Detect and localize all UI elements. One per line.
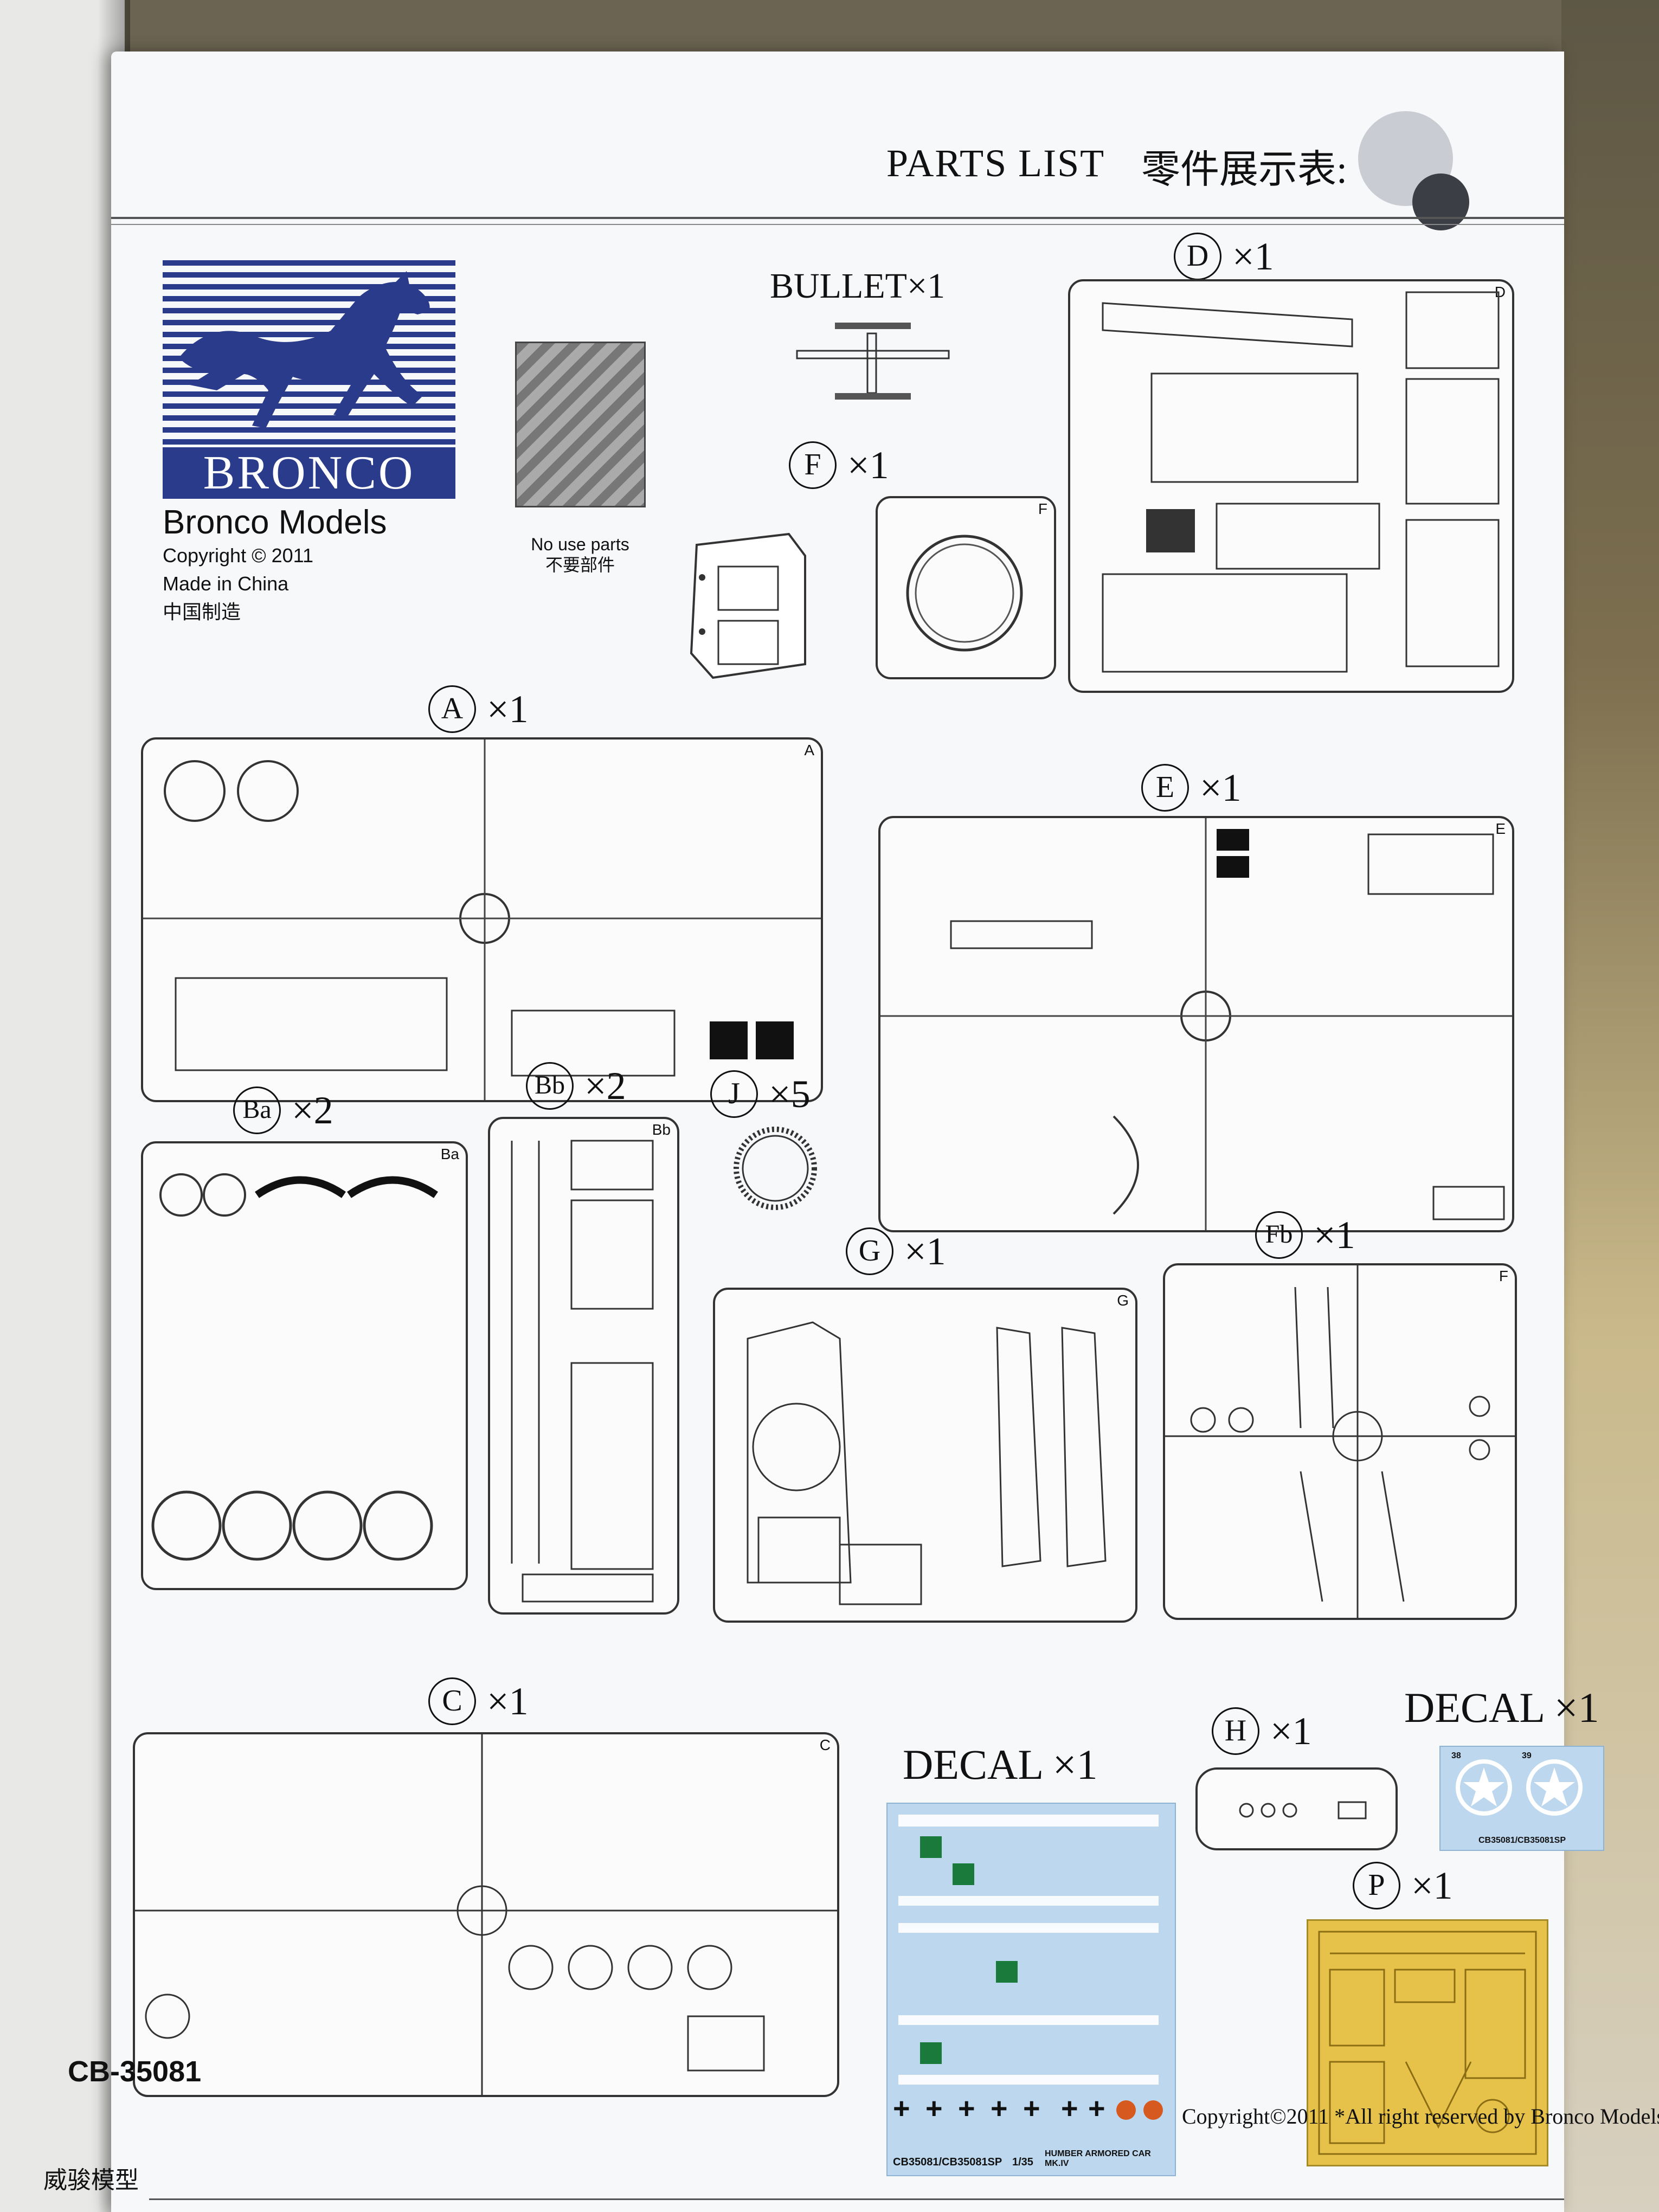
label-ba: Ba×2 (233, 1084, 333, 1135)
sprue-c: C (133, 1732, 839, 2097)
sprue-d: D (1068, 279, 1514, 693)
svg-text:+: + (1088, 2092, 1105, 2125)
sprue-e: E (878, 816, 1514, 1232)
sprue-h (1195, 1767, 1398, 1850)
decal-sheet-main: + + + + + + + CB35081/CB35081SP 1/35 HUMBER A… (886, 1803, 1176, 2176)
svg-text:+: + (1023, 2092, 1040, 2125)
label-h: H×1 (1212, 1705, 1312, 1756)
bullet-sprue (796, 323, 950, 400)
decal-main-label: DECAL ×1 (903, 1741, 1098, 1788)
product-code: CB-35081 (68, 2055, 202, 2088)
label-j: J×5 (710, 1068, 811, 1118)
made-in: Made in China (163, 573, 289, 595)
no-use-parts-swatch (515, 342, 646, 507)
svg-text:+: + (958, 2092, 975, 2125)
label-g: G×1 (846, 1225, 946, 1276)
decal-product: HUMBER ARMORED CAR MK.IV (1045, 2149, 1151, 2168)
sprue-f: F (876, 496, 1056, 679)
label-a: A×1 (428, 683, 529, 734)
logo-wordmark: BRONCO (163, 447, 455, 499)
svg-text:+: + (925, 2092, 943, 2125)
decal-artwork: + + + + + + + (893, 1815, 1163, 2125)
decorative-circle-small (1412, 173, 1469, 230)
instruction-page: PARTS LIST 零件展示表: BRONCO Bronco Models C… (111, 52, 1604, 2212)
photo-etch-fret (1307, 1919, 1548, 2166)
svg-text:+: + (991, 2092, 1008, 2125)
svg-text:+: + (893, 2092, 910, 2125)
footer-cn: 威骏模型 (43, 2167, 139, 2194)
sprue-fb: F (1163, 1263, 1517, 1620)
left-page-edge (0, 0, 125, 2212)
brand-copyright: Copyright © 2011 (163, 544, 314, 567)
label-d: D×1 (1174, 230, 1274, 281)
decal-sheet-stars: 38 39 CB35081/CB35081SP (1439, 1746, 1604, 1851)
page-title-cn: 零件展示表: (1141, 148, 1348, 191)
background-table (1561, 0, 1659, 2212)
label-bb: Bb×2 (526, 1060, 626, 1110)
header-divider (111, 217, 1564, 219)
footer-copyright: Copyright©2011 *All right reserved by Br… (1182, 2104, 1659, 2129)
sprue-ba: Ba (141, 1141, 468, 1590)
bullet-label: BULLET×1 (770, 266, 946, 306)
decal-small-label: DECAL ×1 (1404, 1684, 1599, 1731)
made-in-cn: 中国制造 (163, 601, 241, 623)
svg-text:+: + (1061, 2092, 1078, 2125)
label-c: C×1 (428, 1675, 529, 1726)
page-title: PARTS LIST (886, 142, 1105, 185)
label-p: P×1 (1353, 1860, 1453, 1910)
sprue-j-ring (734, 1127, 817, 1210)
sprue-bb: Bb (488, 1117, 679, 1615)
bronco-logo: BRONCO (163, 260, 455, 499)
decal-scale: 1/35 (1012, 2156, 1033, 2168)
no-use-parts-label: No use parts 不要部件 (531, 535, 629, 575)
label-e: E×1 (1141, 762, 1242, 812)
horse-icon (179, 271, 430, 428)
bronco-logo-block: BRONCO Bronco Models Copyright © 2011 Ma… (163, 260, 455, 626)
label-fb: Fb×1 (1255, 1209, 1355, 1259)
sprue-g: G (713, 1288, 1137, 1623)
brand-name: Bronco Models (163, 504, 387, 541)
star-insignia-icon (1456, 1759, 1583, 1816)
turret-part (690, 532, 806, 679)
decal-code: CB35081/CB35081SP (893, 2156, 1002, 2168)
label-f: F×1 (789, 439, 889, 490)
sprue-a: A (141, 737, 823, 1102)
